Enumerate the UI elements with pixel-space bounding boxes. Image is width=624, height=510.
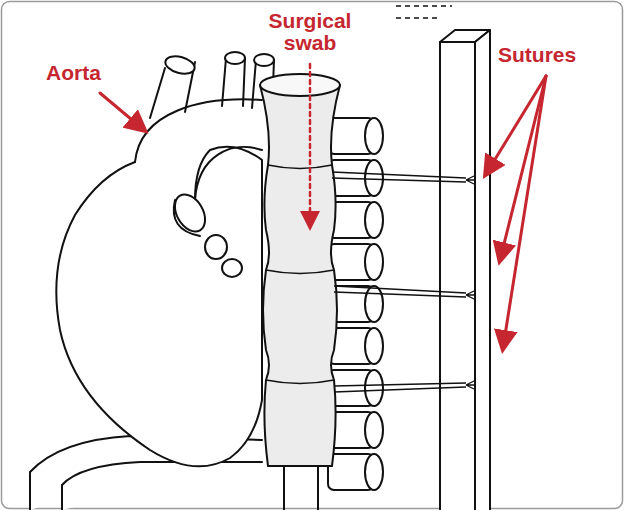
illustration-stroke [365,286,383,322]
illustration-stroke [334,286,466,297]
structure-label: Aorta [46,62,101,84]
illustration-stroke [466,176,475,184]
illustration-stroke [309,64,312,226]
illustration-stroke [365,118,383,154]
illustration-stroke [222,259,242,277]
illustration-stroke [440,42,475,510]
illustration-stroke [174,200,200,236]
illustration-stroke [396,6,452,18]
illustration-stroke [440,30,490,510]
illustration-stroke [100,93,144,130]
illustration-stroke [365,412,383,448]
illustration-stroke [260,74,340,96]
illustration-stroke [62,462,262,510]
illustration-stroke [365,328,383,364]
illustration-stroke [284,462,318,510]
illustration-stroke [500,76,546,260]
illustration-stroke [225,52,245,64]
structure-label: Surgical swab [240,10,380,54]
structure-label: Sutures [498,44,576,66]
illustration-stroke [266,165,334,384]
illustration-stroke [365,160,383,196]
illustration-stroke [30,52,274,510]
illustration-stroke [100,64,546,348]
illustration-stroke [254,54,274,66]
illustration-stroke [503,76,546,348]
illustration-stroke [56,147,262,467]
illustration-stroke [466,291,475,299]
illustration-stroke [334,383,466,392]
illustration-stroke [365,454,383,490]
illustration-stroke [260,74,340,466]
illustration-stroke [169,189,212,237]
illustration-stroke [365,202,383,238]
illustration-stroke [135,99,262,162]
illustration-stroke [365,370,383,406]
illustration-stroke [163,53,196,76]
illustration-stroke [475,30,490,510]
illustration-stroke [332,172,475,392]
illustration-stroke [365,244,383,280]
illustration-stroke [466,381,475,389]
illustration-stroke [260,85,340,466]
illustration-stroke [205,235,227,259]
illustration-stroke [332,172,466,182]
illustration-stroke [195,147,262,200]
